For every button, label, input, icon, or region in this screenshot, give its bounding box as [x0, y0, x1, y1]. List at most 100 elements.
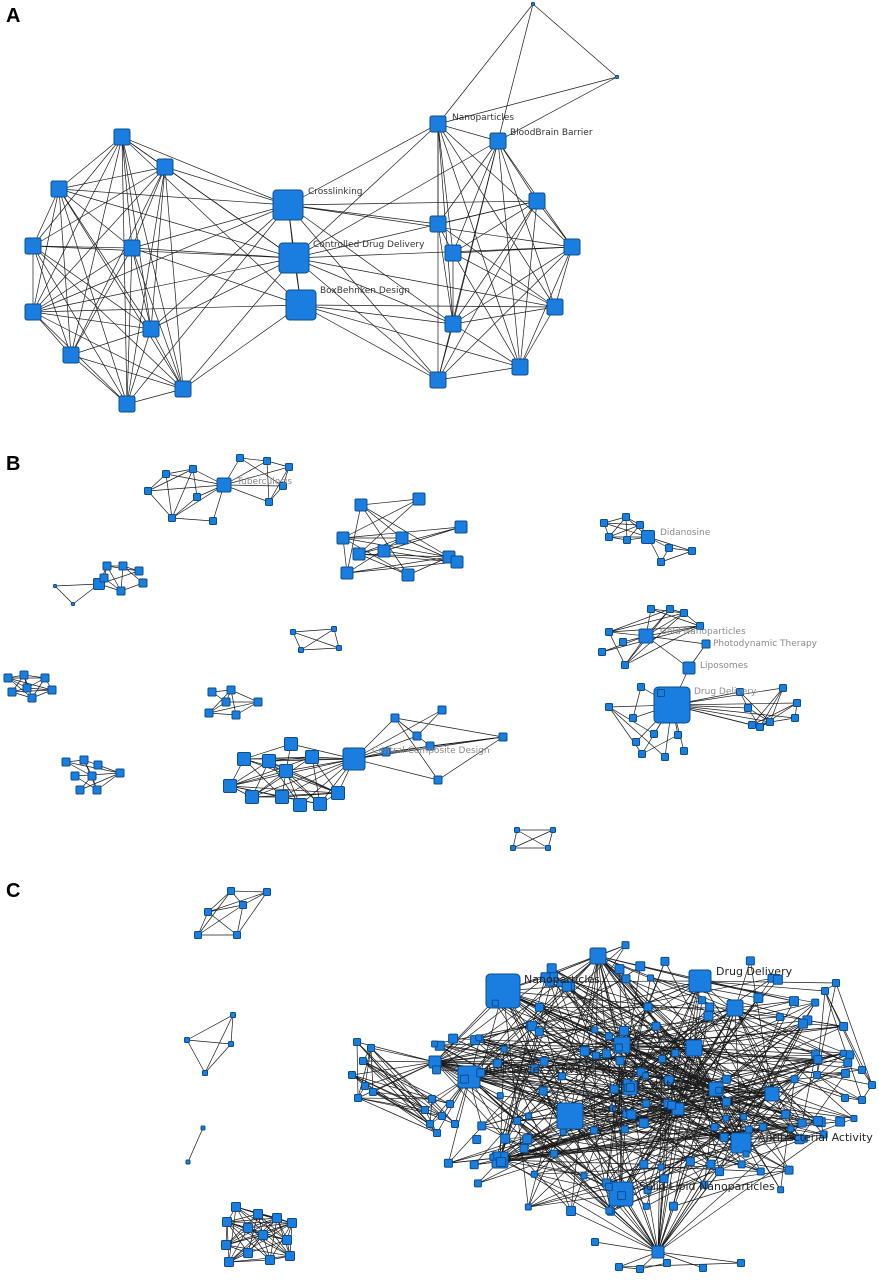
- network-node: [563, 238, 581, 256]
- network-edge: [32, 136, 123, 313]
- network-edge: [239, 457, 284, 487]
- network-node: [87, 771, 97, 781]
- network-node: [412, 731, 422, 741]
- network-edge: [164, 166, 184, 390]
- network-node: [446, 1100, 454, 1108]
- network-node: [730, 1132, 752, 1154]
- network-node: [545, 845, 551, 851]
- network-node: [703, 1010, 714, 1021]
- network-edge: [452, 1038, 613, 1109]
- network-node: [354, 498, 368, 512]
- network-node: [868, 1081, 876, 1089]
- network-edge: [228, 1222, 293, 1263]
- network-node: [348, 1071, 356, 1079]
- network-node: [600, 519, 608, 527]
- network-edge: [434, 1048, 505, 1063]
- network-node: [745, 956, 755, 966]
- network-edge: [657, 1088, 717, 1253]
- network-node: [740, 1113, 748, 1121]
- network-edge: [597, 955, 850, 1056]
- network-node: [623, 536, 631, 544]
- network-node: [625, 1082, 635, 1092]
- network-edge: [624, 625, 701, 666]
- network-node: [719, 1132, 729, 1142]
- network-edge: [657, 1251, 704, 1269]
- network-edge: [597, 955, 646, 1076]
- network-node: [336, 645, 342, 651]
- label-b-liposomes: Liposomes: [700, 661, 748, 671]
- network-edge: [499, 1015, 709, 1161]
- network-edge: [293, 246, 573, 259]
- network-edge: [434, 1061, 659, 1253]
- network-edge: [131, 247, 302, 306]
- network-edge: [613, 961, 666, 1090]
- network-edge: [708, 1015, 790, 1171]
- network-edge: [126, 328, 152, 405]
- network-node: [162, 470, 170, 478]
- network-edge: [32, 166, 166, 313]
- network-edge: [70, 354, 128, 405]
- network-edge: [32, 257, 295, 313]
- network-node: [840, 1069, 850, 1079]
- network-edge: [452, 140, 499, 254]
- network-node: [620, 1125, 629, 1134]
- network-node: [519, 1143, 529, 1153]
- network-node: [591, 1051, 600, 1060]
- network-edge: [437, 140, 499, 381]
- network-edge: [346, 504, 362, 574]
- network-edge: [223, 466, 290, 486]
- network-edge: [474, 1039, 821, 1123]
- network-node: [668, 1201, 678, 1211]
- network-node: [715, 1086, 723, 1094]
- network-edge: [333, 628, 340, 649]
- network-node: [429, 371, 447, 389]
- network-edge: [726, 1023, 804, 1080]
- network-node: [144, 487, 152, 495]
- network-node: [601, 1049, 611, 1059]
- network-edge: [239, 457, 268, 462]
- network-edge: [437, 123, 521, 368]
- network-node: [433, 775, 443, 785]
- network-edge: [121, 136, 133, 249]
- network-edge: [293, 140, 499, 259]
- network-node: [539, 1056, 549, 1066]
- network-node: [680, 609, 688, 617]
- network-node: [287, 1218, 297, 1228]
- network-edge: [251, 792, 339, 798]
- network-node: [726, 999, 744, 1017]
- network-node: [279, 482, 287, 490]
- network-edge: [481, 1125, 691, 1162]
- network-edge: [751, 702, 798, 726]
- network-edge: [657, 1142, 742, 1253]
- network-edge: [372, 1091, 431, 1125]
- network-node: [659, 1174, 669, 1184]
- label-c-nanoparticles: Nanoparticles: [524, 973, 600, 986]
- network-node: [431, 1040, 439, 1048]
- network-edge: [79, 772, 121, 791]
- network-edge: [223, 484, 284, 487]
- network-node: [142, 320, 160, 338]
- network-node: [621, 941, 630, 950]
- network-edge: [699, 980, 826, 992]
- network-edge: [229, 756, 313, 787]
- network-node: [226, 685, 236, 695]
- network-node: [231, 1202, 241, 1212]
- network-node: [812, 1115, 823, 1126]
- network-node: [511, 358, 529, 376]
- network-edge: [448, 1068, 535, 1164]
- network-node: [722, 1114, 730, 1122]
- network-edge: [434, 999, 703, 1063]
- network-node: [615, 1056, 625, 1066]
- network-edge: [497, 140, 538, 202]
- network-node: [821, 987, 829, 995]
- network-edge: [281, 758, 355, 798]
- network-node: [118, 395, 136, 413]
- network-node: [258, 1230, 268, 1240]
- network-edge: [247, 1239, 288, 1254]
- network-node: [92, 785, 102, 795]
- network-node: [642, 1072, 650, 1080]
- network-node: [477, 1121, 487, 1131]
- network-edge: [58, 188, 289, 206]
- network-node: [779, 684, 787, 692]
